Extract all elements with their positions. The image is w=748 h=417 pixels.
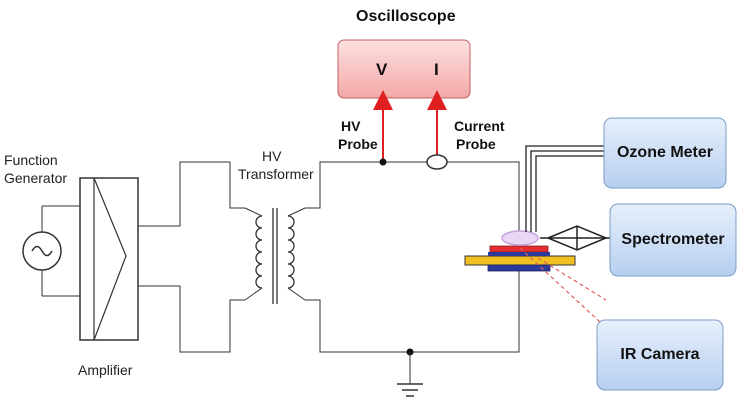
hv-probe-label-1: HV — [341, 118, 361, 134]
hv-probe-label-2: Probe — [338, 136, 378, 152]
current-probe-label-2: Probe — [456, 136, 496, 152]
plasma-reactor — [464, 230, 576, 272]
amplifier-symbol-icon — [93, 177, 127, 341]
oscilloscope-title: Oscilloscope — [356, 8, 456, 25]
ir-camera-box — [596, 319, 724, 391]
amplifier-label: Amplifier — [78, 362, 133, 378]
ir-camera-label: IR Camera — [620, 346, 700, 363]
dielectric-plate — [464, 255, 576, 266]
oscilloscope-box — [337, 39, 471, 99]
current-probe-label-1: Current — [454, 118, 505, 134]
spectrometer-label: Spectrometer — [621, 231, 725, 248]
hv-probe-node — [379, 158, 387, 166]
ground-icon — [397, 383, 423, 397]
transformer-label-1: HV — [262, 148, 282, 164]
spectrometer-box — [609, 203, 737, 277]
bottom-electrode — [487, 264, 551, 272]
function-generator-label-1: Function — [4, 152, 58, 168]
amplifier-box — [79, 177, 139, 341]
plasma-discharge — [501, 230, 539, 246]
lens-icon — [546, 225, 608, 251]
hv-transformer-icon — [244, 207, 306, 304]
current-probe-icon — [426, 154, 448, 170]
sine-wave-icon — [31, 245, 53, 257]
top-electrode — [489, 245, 549, 253]
function-generator-label-2: Generator — [4, 170, 68, 186]
oscilloscope-i-label: I — [434, 60, 439, 79]
ozone-meter-box — [603, 117, 727, 189]
oscilloscope-v-label: V — [376, 60, 388, 79]
transformer-label-2: Transformer — [238, 166, 314, 182]
ozone-meter-label: Ozone Meter — [616, 144, 713, 161]
